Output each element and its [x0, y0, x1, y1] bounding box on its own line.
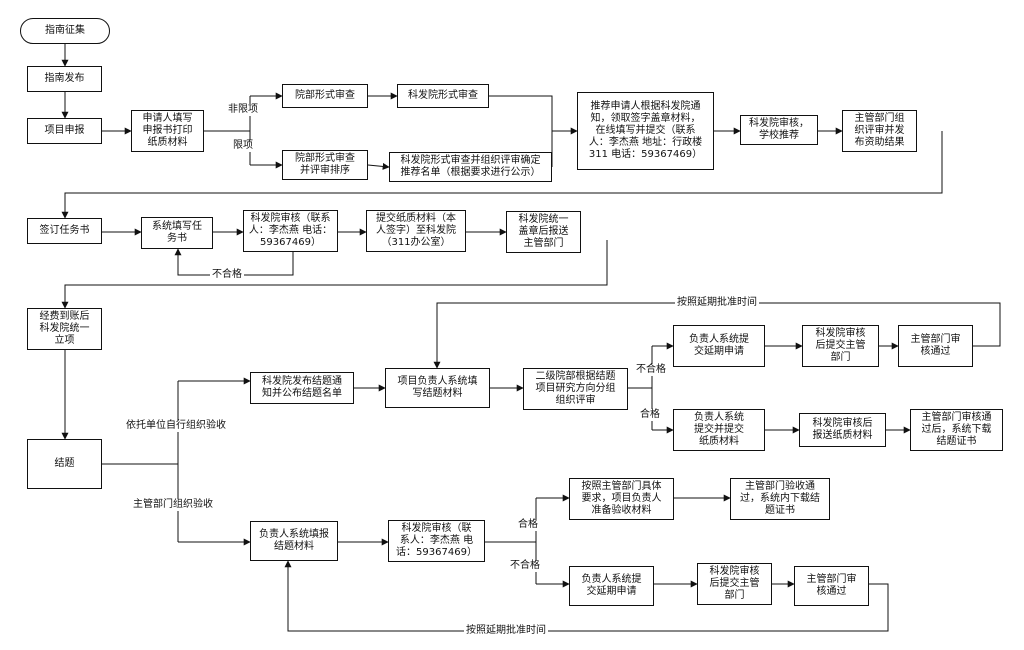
node-stamp-submit: 科发院统一 盖章后报送 主管部门	[506, 211, 581, 253]
node-conclusion: 结题	[27, 439, 102, 489]
label-extension-time-2: 按照延期批准时间	[464, 625, 548, 637]
node-publish-conclusion: 科发院发布结题通 知并公布结题名单	[250, 372, 354, 404]
node-authority-funding: 主管部门组 织评审并发 布资助结果	[842, 110, 917, 152]
node-fill-task: 系统填写任 务书	[141, 217, 213, 249]
node-prepare-acceptance: 按照主管部门具体 要求，项目负责人 准备验收材料	[569, 478, 674, 520]
label-fail-group: 不合格	[634, 364, 668, 376]
node-sci-audit-extension-2: 科发院审核 后提交主管 部门	[697, 563, 772, 605]
node-extension-request-1: 负责人系统提 交延期申请	[673, 325, 765, 367]
node-authority-certificate-1: 主管部门审核通 过后，系统下载 结题证书	[910, 409, 1003, 451]
label-self-acceptance: 依托单位自行组织验收	[124, 420, 228, 432]
connector-15	[61, 131, 943, 219]
node-authority-certificate-2: 主管部门验收通 过，系统内下载结 题证书	[730, 478, 830, 520]
node-sci-send-paper: 科发院审核后 报送纸质材料	[799, 413, 886, 447]
node-extension-request-2: 负责人系统提 交延期申请	[569, 566, 654, 606]
node-sci-format-review: 科发院形式审查	[397, 84, 489, 108]
label-limited: 限项	[231, 140, 255, 152]
node-sci-audit-recommend: 科发院审核， 学校推荐	[740, 115, 818, 145]
label-extension-time-1: 按照延期批准时间	[675, 297, 759, 309]
label-fail-conclusion: 不合格	[508, 560, 542, 572]
node-submit-paper-conclusion: 负责人系统 提交并提交 纸质材料	[673, 409, 765, 451]
node-sci-audit-task: 科发院审核（联系 人：李杰燕 电话： 59367469）	[243, 210, 338, 252]
connector-21	[61, 240, 608, 309]
node-sign-task: 签订任务书	[27, 218, 102, 244]
node-guide-release: 指南发布	[27, 66, 102, 92]
node-authority-approve-1: 主管部门审 核通过	[898, 325, 973, 367]
node-fill-application: 申请人填写 申报书打印 纸质材料	[131, 110, 204, 152]
node-sci-audit-conclusion: 科发院审核（联 系人：李杰燕 电 话：59367469）	[388, 520, 485, 562]
node-dept-review-rank: 院部形式审查 并评审排序	[282, 150, 368, 180]
node-group-review: 二级院部根据结题 项目研究方向分组 组织评审	[523, 368, 628, 410]
label-pass-group: 合格	[638, 409, 662, 421]
connector-35	[433, 302, 1001, 369]
node-recommend-submit: 推荐申请人根据科发院通 知，领取签字盖章材料， 在线填写并提交（联系 人：李杰燕…	[577, 92, 714, 170]
node-project-application: 项目申报	[27, 118, 102, 144]
node-sci-review-recommend: 科发院形式审查并组织评审确定 推荐名单（根据要求进行公示）	[389, 152, 552, 182]
node-establish-project: 经费到账后 科发院统一 立项	[27, 308, 102, 350]
node-fill-conclusion-authority: 负责人系统填报 结题材料	[250, 521, 338, 561]
node-submit-paper: 提交纸质材料（本 人签字）至科发院 （311办公室）	[366, 210, 466, 252]
node-authority-approve-2: 主管部门审 核通过	[794, 566, 869, 606]
connector-46	[284, 560, 889, 632]
label-pass-conclusion: 合格	[516, 519, 540, 531]
node-sci-audit-extension-1: 科发院审核 后提交主管 部门	[802, 325, 879, 367]
node-fill-conclusion: 项目负责人系统填 写结题材料	[385, 368, 490, 408]
node-dept-format-review: 院部形式审查	[282, 84, 368, 108]
connector-10	[489, 95, 553, 131]
connector-9	[367, 162, 390, 170]
node-guide-collection: 指南征集	[20, 18, 110, 44]
label-non-limited: 非限项	[226, 104, 260, 116]
label-authority-acceptance: 主管部门组织验收	[131, 499, 215, 511]
label-fail-task: 不合格	[210, 269, 244, 281]
